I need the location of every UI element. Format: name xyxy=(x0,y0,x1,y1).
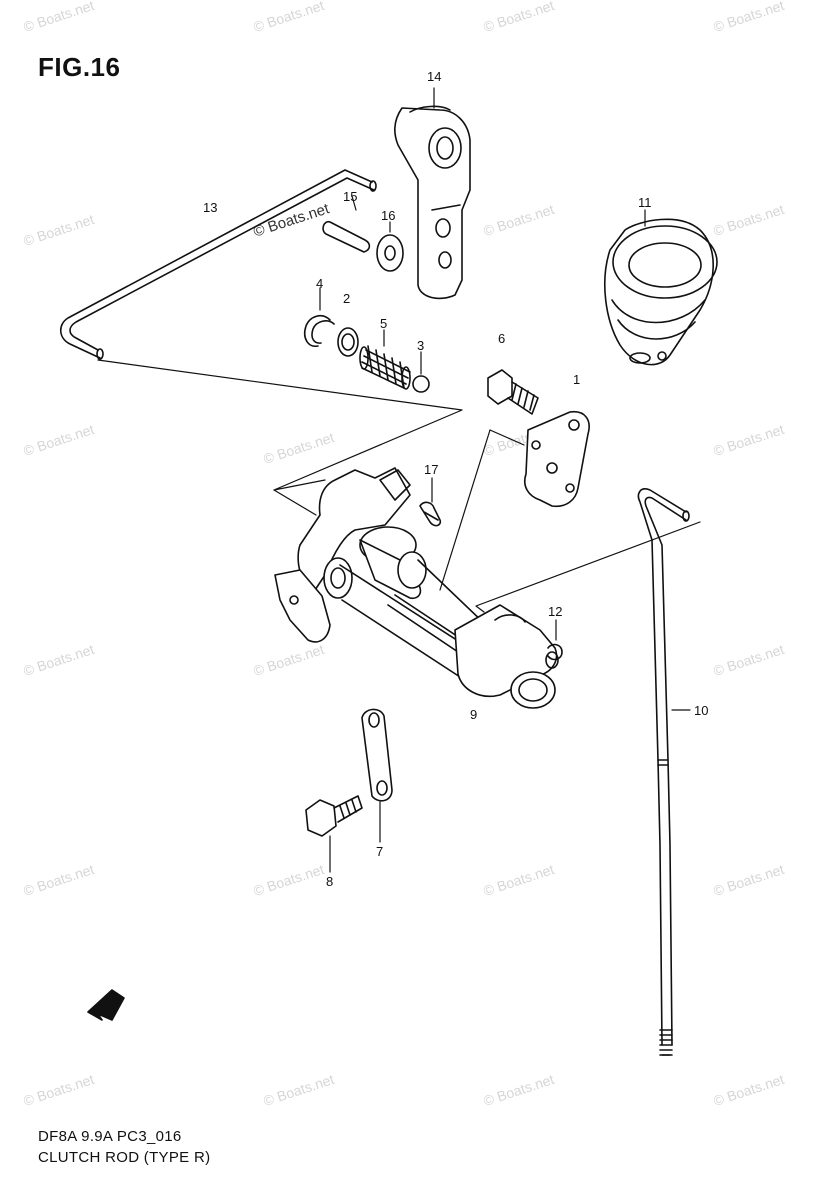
part-label-15: 15 xyxy=(343,189,357,204)
part-16-washer[interactable] xyxy=(376,234,404,272)
part-15-pin[interactable] xyxy=(322,220,371,253)
part-6-bolt[interactable] xyxy=(487,369,539,415)
caption-title: CLUTCH ROD (TYPE R) xyxy=(38,1149,211,1166)
part-label-13: 13 xyxy=(203,200,217,215)
part-8-bolt-small[interactable] xyxy=(305,795,363,837)
part-label-2: 2 xyxy=(343,291,350,306)
part-label-7: 7 xyxy=(376,844,383,859)
caption-code: DF8A 9.9A PC3_016 xyxy=(38,1128,182,1145)
part-17-cotter-pin[interactable] xyxy=(419,501,442,527)
part-label-4: 4 xyxy=(316,276,323,291)
part-label-17: 17 xyxy=(424,462,438,477)
part-label-14: 14 xyxy=(427,69,441,84)
part-14-clutch-lever[interactable] xyxy=(393,105,471,300)
part-label-1: 1 xyxy=(573,372,580,387)
fwd-arrow-icon: FWD xyxy=(87,989,125,1021)
part-3-ball[interactable] xyxy=(412,375,430,393)
figure-title: FIG.16 xyxy=(38,52,121,82)
reference-lines xyxy=(97,87,701,873)
part-1-plate[interactable] xyxy=(524,410,590,508)
part-label-3: 3 xyxy=(417,338,424,353)
part-9-shaft-assembly[interactable] xyxy=(274,467,559,709)
part-label-9: 9 xyxy=(470,707,477,722)
part-labels: 14 13 15 16 11 4 2 5 3 6 1 17 12 9 10 7 … xyxy=(203,69,708,889)
part-13-clutch-rod-upper[interactable] xyxy=(59,169,377,360)
part-2-washer-small[interactable] xyxy=(337,327,359,357)
part-label-5: 5 xyxy=(380,316,387,331)
part-4-snap-ring[interactable] xyxy=(303,314,335,348)
part-label-16: 16 xyxy=(381,208,395,223)
part-label-10: 10 xyxy=(694,703,708,718)
part-label-11: 11 xyxy=(638,195,652,210)
part-label-6: 6 xyxy=(498,331,505,346)
part-7-link[interactable] xyxy=(361,708,393,802)
part-10-clutch-rod-lower[interactable] xyxy=(637,488,690,1056)
part-label-8: 8 xyxy=(326,874,333,889)
part-5-spring[interactable] xyxy=(359,345,411,390)
part-label-12: 12 xyxy=(548,604,562,619)
part-11-grommet[interactable] xyxy=(604,218,718,366)
part-12-clip[interactable] xyxy=(547,643,563,661)
